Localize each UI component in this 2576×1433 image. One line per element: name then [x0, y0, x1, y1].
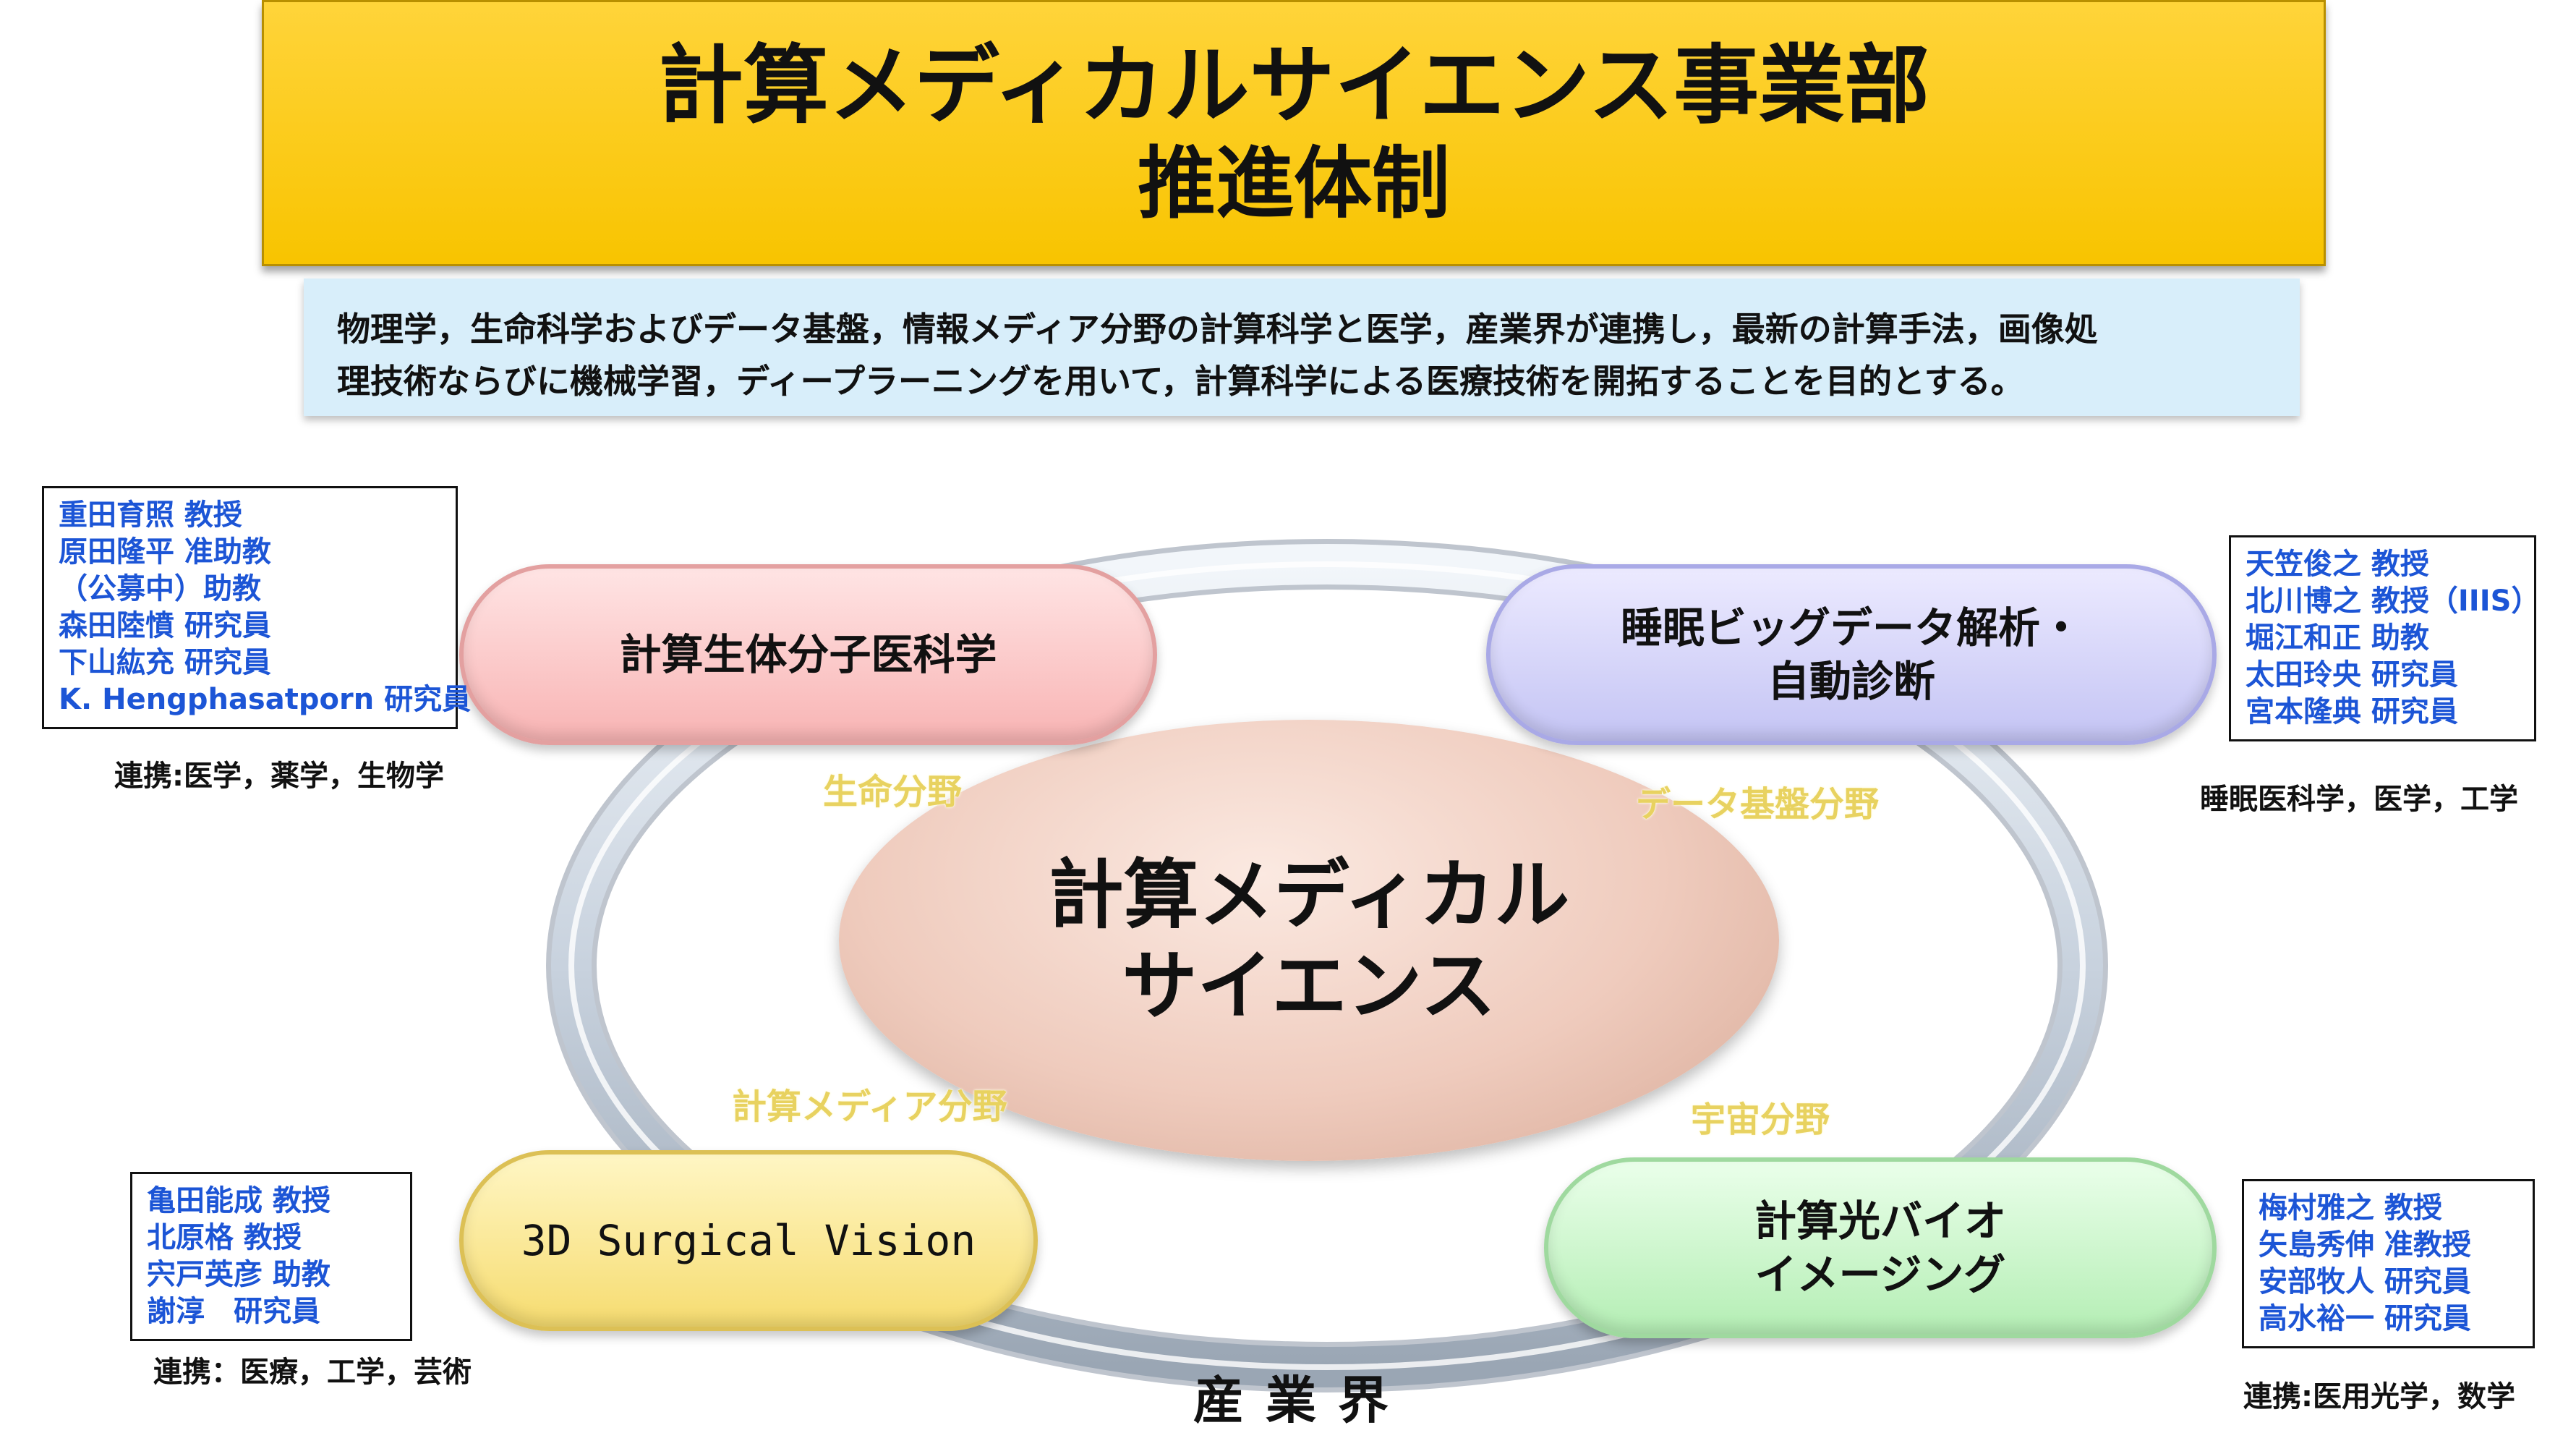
- member-name: 矢島秀伸 准教授: [2259, 1228, 2471, 1262]
- page-subtitle: 推進体制: [1137, 138, 1450, 229]
- member-name: 太田玲央 研究員: [2246, 658, 2458, 692]
- center-ellipse: 計算メディカル サイエンス: [839, 720, 1779, 1161]
- field-label-life: 生命分野: [823, 772, 963, 812]
- group-pill-sleep-data: 睡眠ビッグデータ解析・ 自動診断: [1486, 564, 2217, 745]
- members-box-sleep-data: 天笠俊之 教授 北川博之 教授（IIIS） 堀江和正 助教 太田玲央 研究員 宮…: [2229, 535, 2541, 741]
- member-name: 高水裕一 研究員: [2259, 1302, 2471, 1335]
- collaboration-ring: [546, 539, 2108, 1392]
- page-title: 計算メディカルサイエンス事業部: [657, 35, 1930, 136]
- field-label-media: 計算メディア分野: [732, 1087, 1007, 1127]
- member-name: 謝淳 研究員: [147, 1295, 320, 1328]
- member-name: 亀田能成 教授: [147, 1184, 330, 1217]
- collab-bio-imaging: 連携:医用光学，数学: [2243, 1380, 2515, 1413]
- member-name: 下山紘充 研究員: [59, 646, 271, 679]
- description-line-1: 物理学，生命科学およびデータ基盤，情報メディア分野の計算科学と医学，産業界が連携…: [337, 310, 2098, 349]
- member-name: 梅村雅之 教授: [2259, 1191, 2442, 1225]
- member-name: 北原格 教授: [147, 1221, 302, 1254]
- member-name: （公募中）助教: [59, 572, 261, 605]
- field-label-data: データ基盤分野: [1636, 784, 1880, 825]
- collab-biomolecular: 連携:医学，薬学，生物学: [114, 760, 444, 793]
- group-name-biomolecular: 計算生体分子医科学: [619, 630, 997, 679]
- member-name: 原田隆平 准助教: [59, 535, 271, 569]
- member-name: K. Hengphasatporn 研究員: [59, 683, 472, 716]
- group-pill-biomolecular: 計算生体分子医科学: [459, 564, 1157, 745]
- member-name: 天笠俊之 教授: [2246, 548, 2429, 581]
- industry-label: 産業界: [1193, 1371, 1410, 1430]
- group-pill-bio-imaging: 計算光バイオ イメージング: [1544, 1157, 2217, 1338]
- member-name: 堀江和正 助教: [2246, 621, 2429, 655]
- member-name: 宍戸英彦 助教: [147, 1258, 330, 1291]
- group-name-sleep-line-2: 自動診断: [1767, 657, 1935, 706]
- members-box-bio-imaging: 梅村雅之 教授 矢島秀伸 准教授 安部牧人 研究員 高水裕一 研究員: [2242, 1179, 2535, 1348]
- members-box-3d-surgical: 亀田能成 教授 北原格 教授 宍戸英彦 助教 謝淳 研究員: [130, 1172, 412, 1341]
- members-box-biomolecular: 重田育照 教授 原田隆平 准助教 （公募中）助教 森田陸憤 研究員 下山紘充 研…: [42, 486, 472, 729]
- member-name: 森田陸憤 研究員: [59, 609, 271, 642]
- group-pill-3d-surgical: 3D Surgical Vision: [459, 1150, 1038, 1331]
- group-name-imaging-line-2: イメージング: [1754, 1250, 2006, 1299]
- group-name-3d-surgical: 3D Surgical Vision: [521, 1216, 976, 1265]
- group-name-sleep-line-1: 睡眠ビッグデータ解析・: [1620, 603, 2082, 652]
- collab-sleep-data: 睡眠医科学，医学，工学: [2200, 783, 2518, 816]
- center-label-line-2: サイエンス: [1122, 942, 1496, 1030]
- description-line-2: 理技術ならびに機械学習，ディープラーニングを用いて，計算科学による医療技術を開拓…: [337, 362, 2024, 401]
- field-label-space: 宇宙分野: [1691, 1100, 1830, 1140]
- member-name: 北川博之 教授（IIIS）: [2246, 584, 2541, 618]
- description-box: 物理学，生命科学およびデータ基盤，情報メディア分野の計算科学と医学，産業界が連携…: [304, 278, 2300, 416]
- center-label-line-1: 計算メディカル: [1048, 851, 1570, 939]
- group-name-imaging-line-1: 計算光バイオ: [1754, 1196, 2006, 1246]
- member-name: 宮本隆典 研究員: [2246, 695, 2458, 728]
- collab-3d-surgical: 連携：医療，工学，芸術: [153, 1356, 472, 1389]
- member-name: 安部牧人 研究員: [2259, 1265, 2471, 1298]
- title-banner: 計算メディカルサイエンス事業部 推進体制: [262, 0, 2326, 266]
- member-name: 重田育照 教授: [59, 498, 242, 532]
